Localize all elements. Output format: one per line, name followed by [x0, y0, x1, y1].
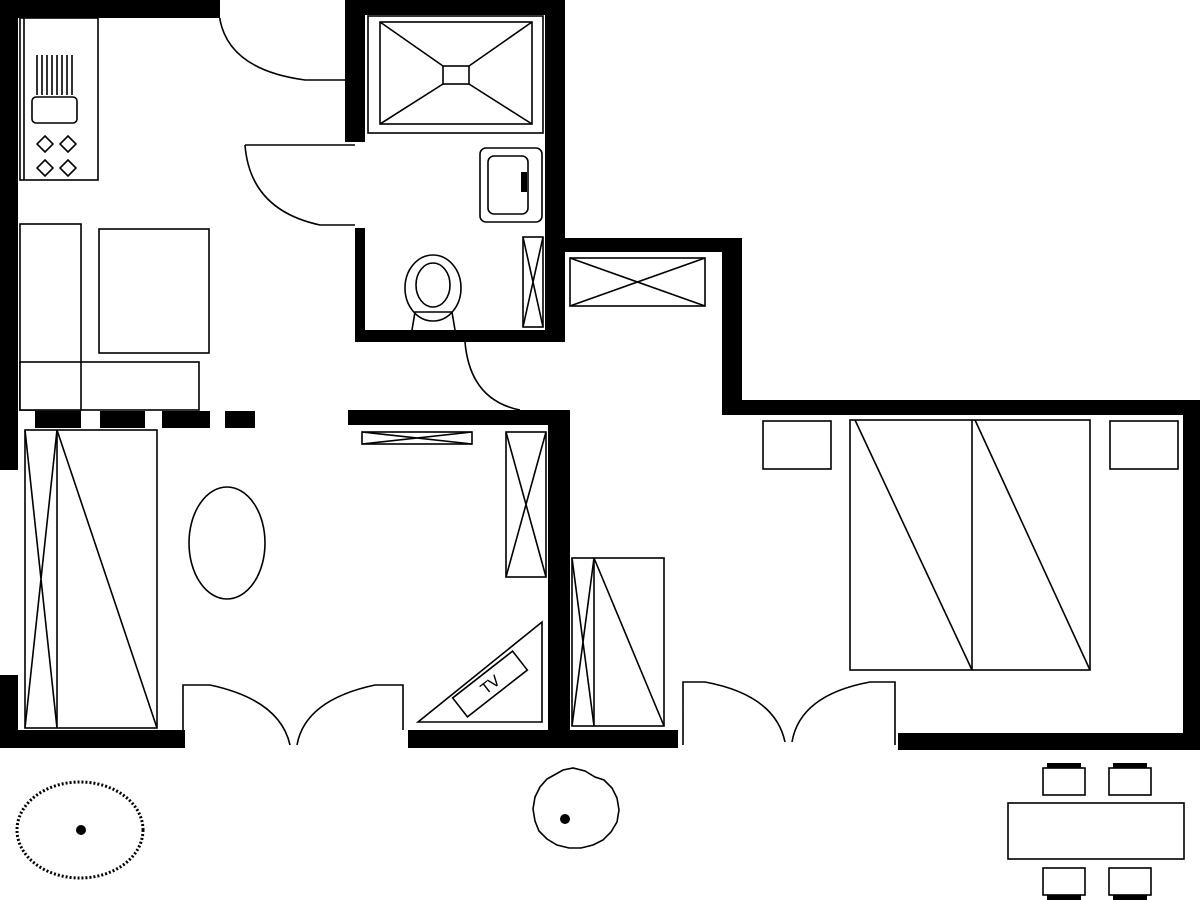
coffee-table [188, 486, 266, 600]
stove-icon [35, 134, 78, 178]
wardrobe-bedroom [571, 557, 665, 727]
wall-bath-bottom [355, 330, 565, 342]
window-seg [35, 411, 81, 428]
door-bedroom-hall [464, 341, 521, 411]
terrace [15, 763, 1185, 900]
wall-left-lower [0, 675, 18, 748]
plant-icon [532, 767, 620, 849]
wall-bath-right [545, 0, 565, 342]
nightstand-right [1109, 420, 1179, 470]
door-bedroom-french-right [791, 681, 896, 745]
wall-bottom-left [0, 730, 185, 748]
wall-hall-top [545, 238, 742, 252]
wall-middle-bottom [408, 730, 678, 748]
dining-table [1007, 802, 1185, 860]
window-seg [225, 411, 255, 428]
door-living-french-left [182, 684, 291, 746]
wall-bedroom-bottom [898, 733, 1200, 750]
dining-set [1007, 763, 1185, 900]
door-entrance [219, 18, 345, 81]
chair [1108, 867, 1152, 896]
door-bathroom [244, 144, 355, 226]
wall-hall-right [722, 238, 742, 415]
wall-bedroom-top [722, 400, 1200, 415]
window-seg [162, 411, 210, 428]
kitchen-bench [19, 361, 200, 411]
sink-icon [31, 55, 78, 124]
chair [1042, 767, 1086, 796]
walls [0, 0, 1200, 750]
bathroom [367, 15, 544, 331]
bedroom [569, 257, 1179, 727]
living-room: TV [24, 429, 547, 729]
toilet [404, 254, 462, 322]
wall-bedroom-right [1183, 400, 1200, 750]
sofa-bed [24, 429, 158, 729]
wall-left-upper [0, 0, 18, 470]
wall-bath-left-lower [355, 228, 365, 342]
plant-icon [15, 780, 145, 880]
window-seg [100, 411, 145, 428]
nightstand-left [762, 420, 832, 470]
tv-stand [415, 620, 543, 723]
kitchen [19, 17, 210, 411]
double-bed [849, 419, 1091, 671]
door-bedroom-french-left [682, 681, 786, 745]
wall-middle-vertical [548, 410, 570, 748]
doors [182, 18, 896, 746]
kitchen-table [98, 228, 210, 354]
shower-drain [442, 65, 470, 85]
wall-middle-top [348, 410, 570, 425]
chair [1042, 867, 1086, 896]
wall-bath-top [345, 0, 565, 15]
chair [1108, 767, 1152, 796]
tv [451, 650, 529, 718]
door-living-french-right [296, 684, 404, 746]
bathroom-sink [479, 147, 543, 223]
wall-top-left [0, 0, 220, 18]
wall-bath-left-upper [345, 0, 365, 142]
